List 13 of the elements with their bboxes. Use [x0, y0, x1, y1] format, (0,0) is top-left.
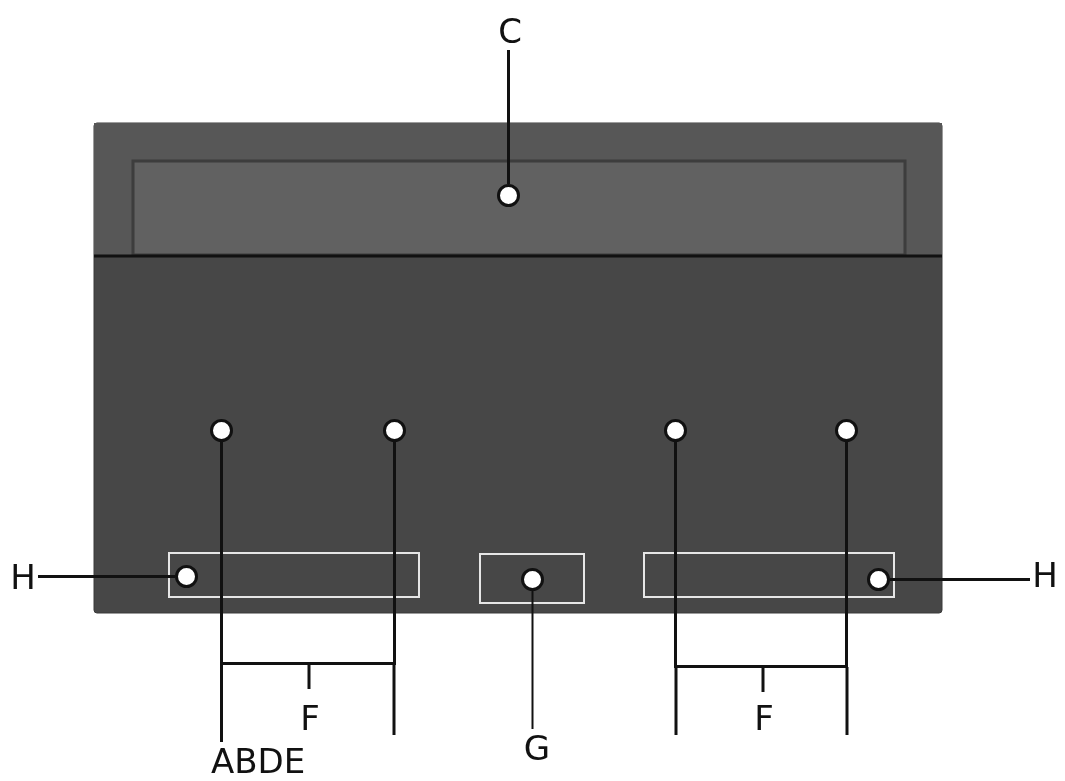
leader-line [531, 590, 534, 730]
dimension-label: F [299, 699, 321, 737]
bracket-line [674, 442, 848, 668]
callout-letter: G [520, 729, 554, 767]
leader-line [507, 50, 510, 184]
callout-letter: C [492, 12, 528, 50]
dimension-label: F [753, 699, 775, 737]
leader-line [38, 575, 175, 578]
callout-letter: ABDE [200, 742, 316, 780]
callout-letter: H [8, 558, 38, 596]
leader-line [890, 578, 1030, 581]
bracket-line [220, 442, 396, 665]
callout-letter: H [1030, 556, 1060, 594]
